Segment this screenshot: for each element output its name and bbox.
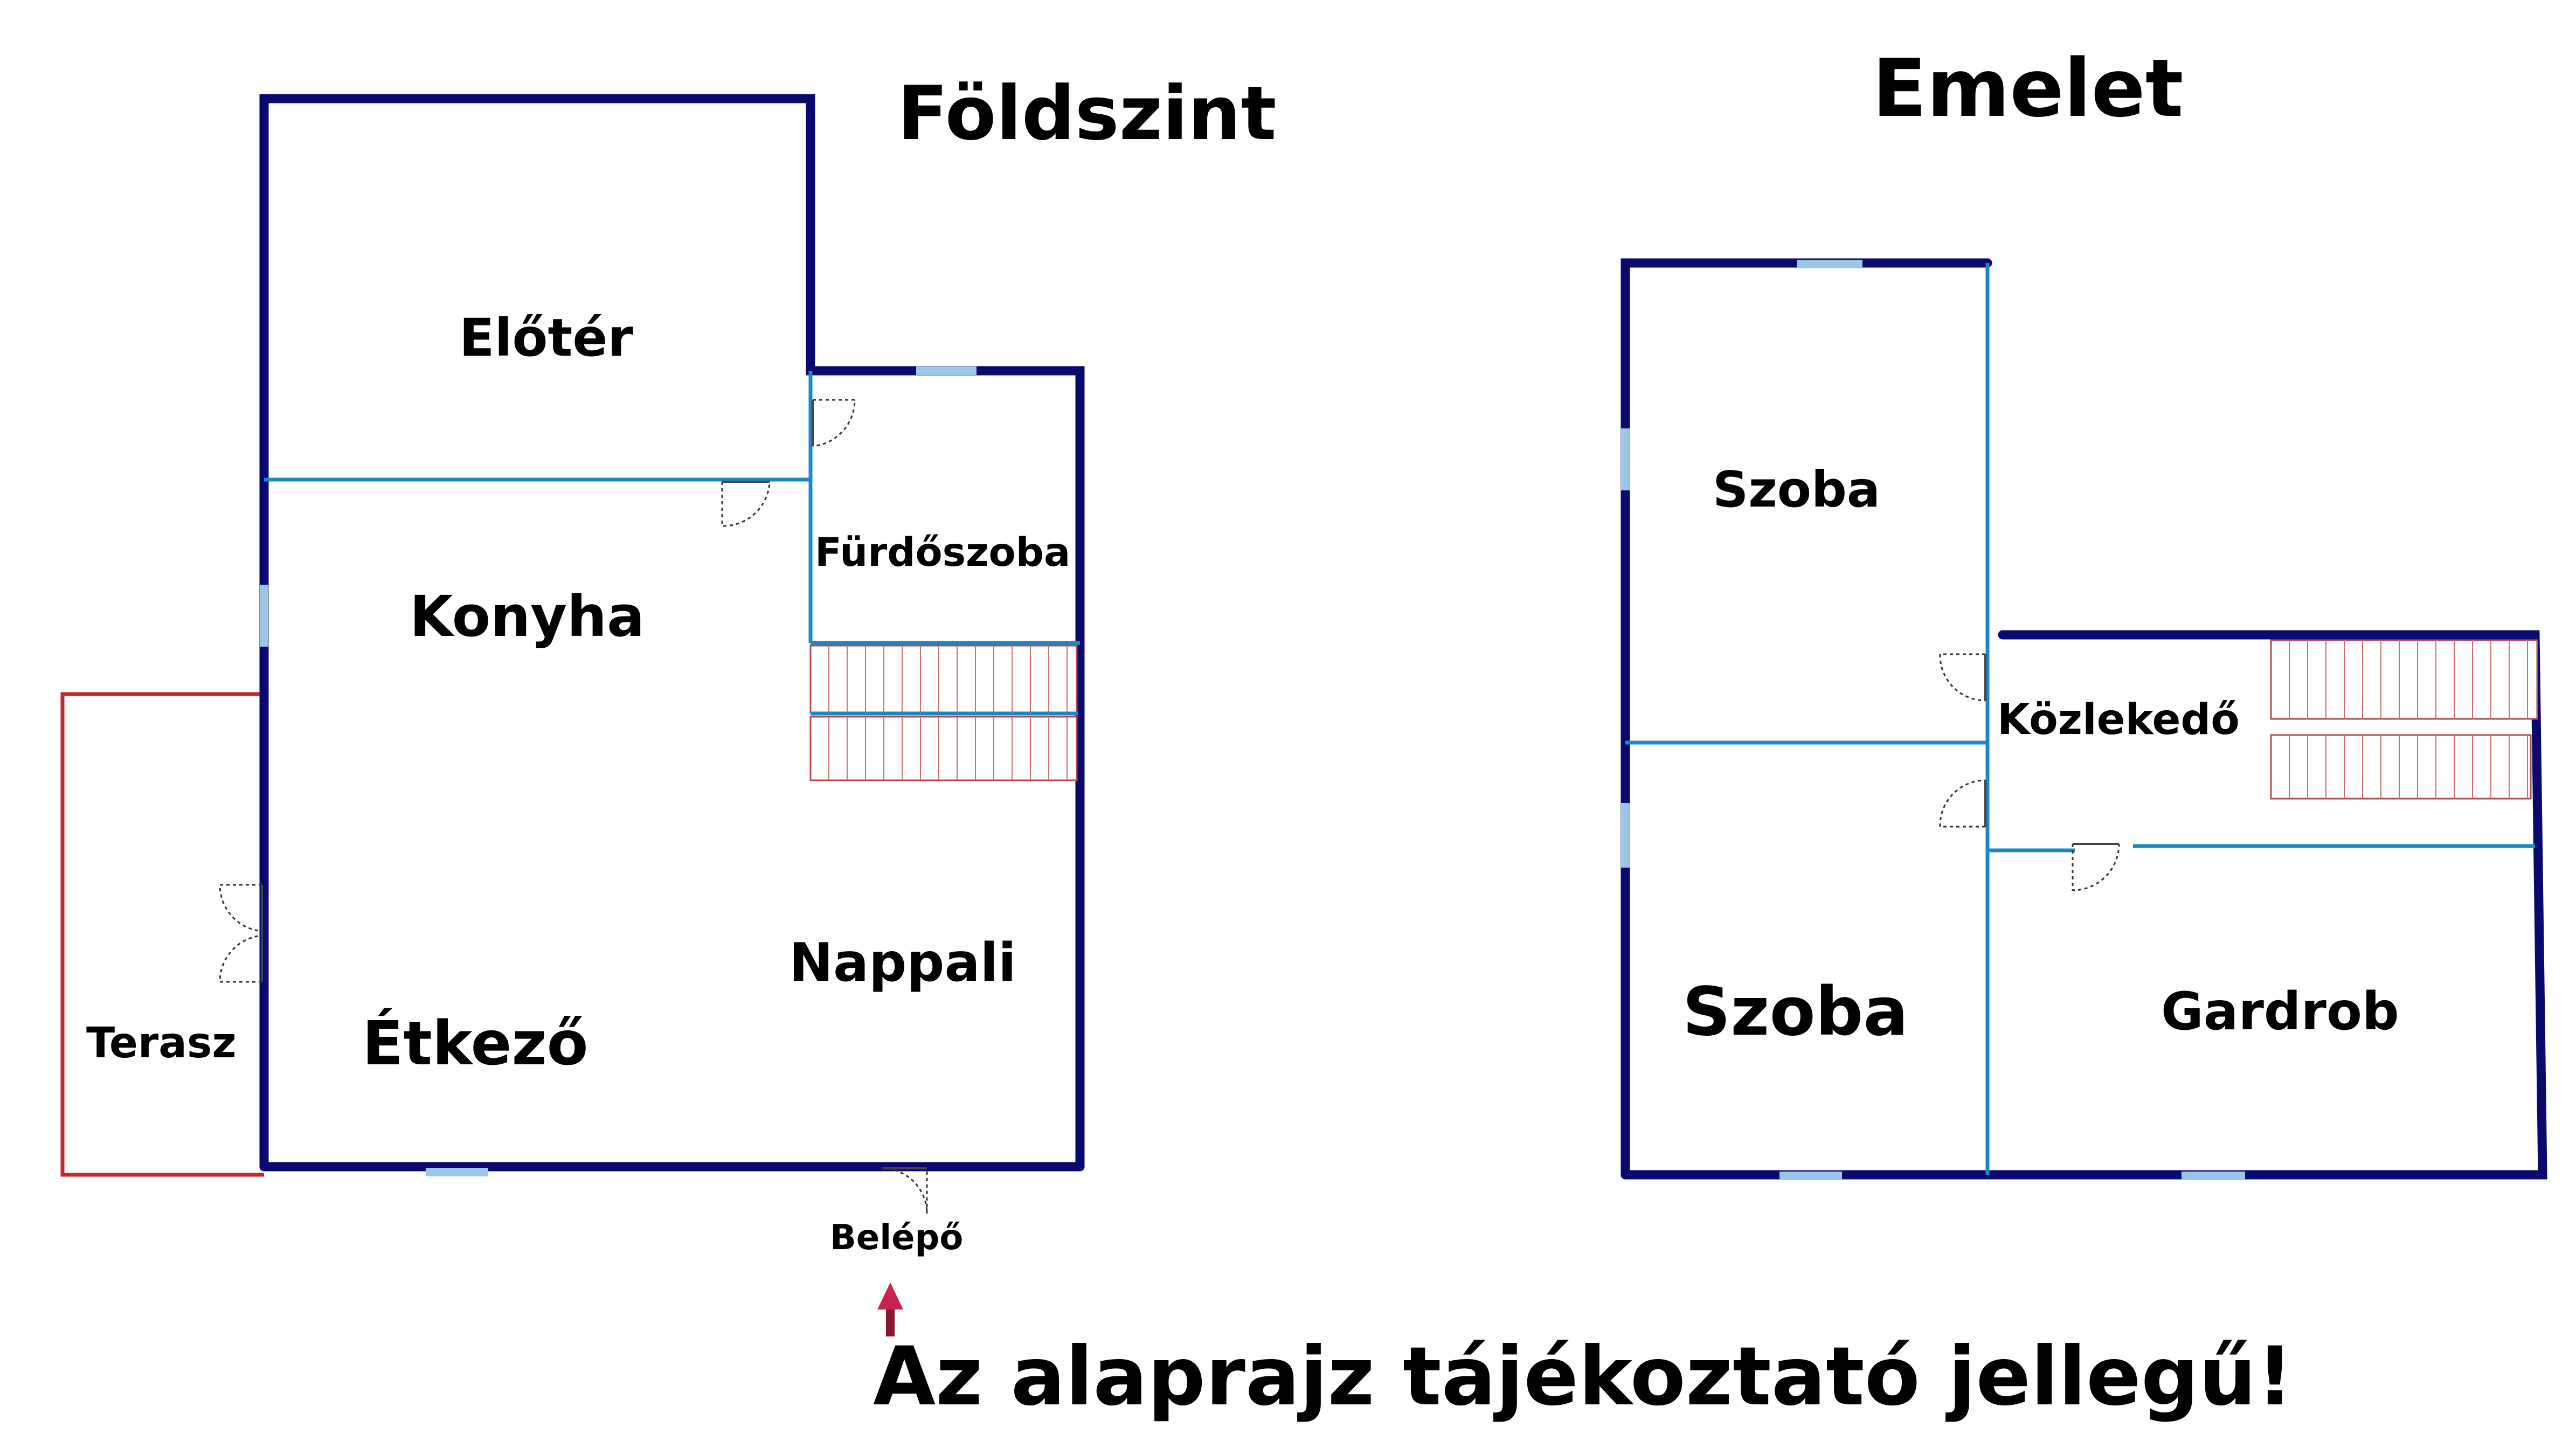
room-label-gardrob: Gardrob bbox=[2161, 981, 2399, 1042]
title-ground-floor: Földszint bbox=[897, 70, 1277, 157]
room-label-szoba-lower: Szoba bbox=[1682, 973, 1908, 1051]
upper-floor: Emelet Szoba Közlekedő Szoba Gardrob bbox=[1621, 42, 2547, 1180]
door-upper-szoba-1 bbox=[1939, 653, 1986, 702]
terrace-outline bbox=[60, 692, 264, 1177]
stairs-ground bbox=[809, 645, 1078, 781]
door-gardrob bbox=[2072, 843, 2120, 891]
ground-floor: Földszint Előtér Fürdőszoba Konyha Nappa… bbox=[60, 70, 1277, 1336]
disclaimer-text: Az alaprajz tájékoztató jellegű! bbox=[873, 1330, 2293, 1424]
room-label-konyha: Konyha bbox=[410, 584, 645, 649]
door-entrance bbox=[881, 1167, 928, 1214]
room-label-kozlekedo: Közlekedő bbox=[1997, 696, 2240, 744]
room-label-etkezo: Étkező bbox=[362, 1008, 588, 1079]
door-upper-szoba-2 bbox=[1939, 779, 1986, 828]
room-label-terasz: Terasz bbox=[86, 1019, 237, 1068]
room-label-eloter: Előtér bbox=[459, 308, 633, 368]
upper-outer-wall bbox=[1621, 258, 1992, 1180]
room-label-furdoszoba: Fürdőszoba bbox=[815, 530, 1070, 576]
upper-east-wall bbox=[1621, 630, 2547, 1180]
title-upper-floor: Emelet bbox=[1872, 42, 2184, 135]
room-label-szoba-upper: Szoba bbox=[1713, 461, 1880, 518]
room-label-nappali: Nappali bbox=[789, 932, 1016, 994]
door-bathroom bbox=[812, 399, 856, 447]
entrance-label: Belépő bbox=[830, 1218, 963, 1258]
stairs-upper bbox=[2270, 639, 2538, 800]
door-terrace-double bbox=[219, 884, 263, 983]
ground-outer-wall bbox=[259, 94, 1085, 1172]
door-eloter-konyha bbox=[721, 481, 771, 527]
entrance-arrow bbox=[877, 1283, 903, 1336]
